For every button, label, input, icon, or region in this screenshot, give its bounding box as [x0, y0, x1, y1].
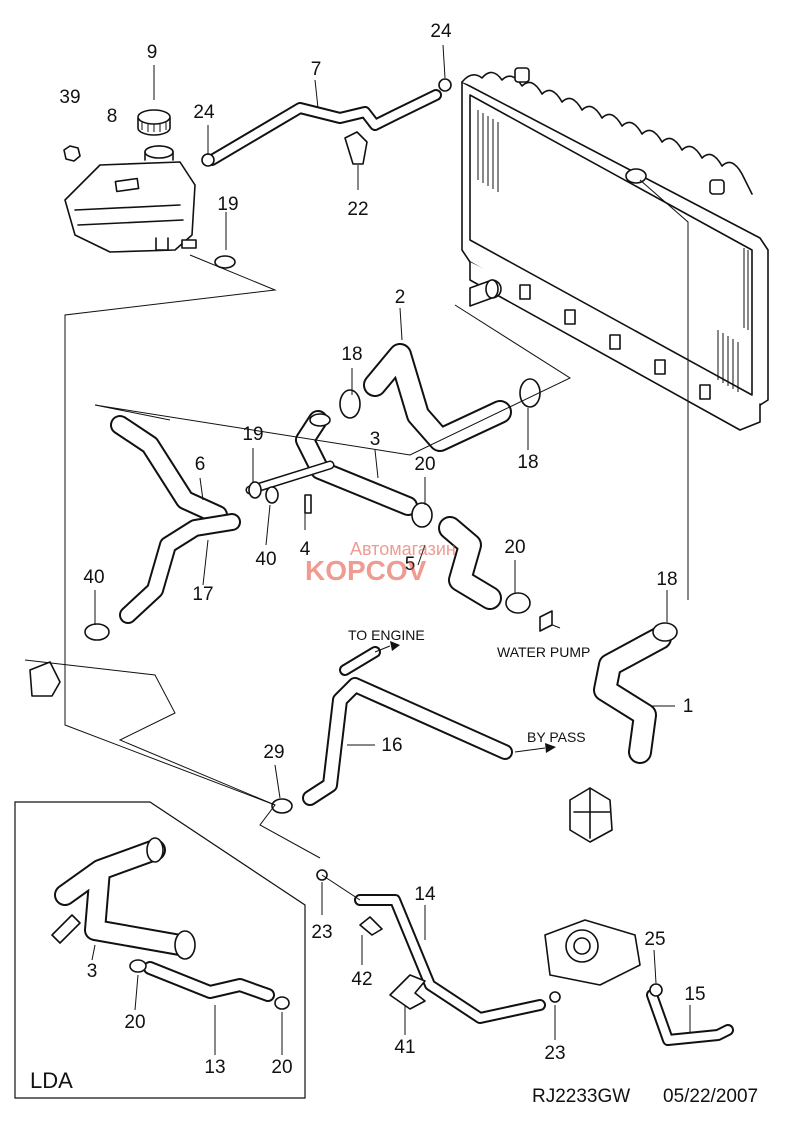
callout-1: 1 [683, 696, 694, 717]
callout-3-inset: 3 [87, 961, 98, 982]
clamp-25 [649, 983, 663, 997]
pipe-3 [245, 410, 418, 516]
callout-5: 5 [405, 554, 416, 575]
callout-25: 25 [644, 929, 665, 950]
callout-40-a: 40 [255, 549, 276, 570]
callout-16: 16 [381, 735, 402, 756]
bracket-41 [389, 974, 426, 1010]
callout-9: 9 [147, 42, 158, 63]
callout-6: 6 [195, 454, 206, 475]
callout-23-a: 23 [311, 922, 332, 943]
hose-7 [206, 89, 442, 166]
clamp-24-upper [438, 78, 452, 92]
callout-2: 2 [395, 287, 406, 308]
callout-24-b: 24 [193, 102, 215, 123]
note-by-pass: BY PASS [527, 729, 586, 745]
clamp-40-lower [84, 623, 110, 641]
callout-3: 3 [370, 429, 381, 450]
hose-5 [438, 516, 502, 610]
callout-22: 22 [347, 199, 368, 220]
bolt-4 [304, 494, 312, 514]
guide-lines [24, 179, 689, 901]
watermark-line2: KOPCOV [305, 555, 427, 586]
callouts: 1 2 3 4 5 6 7 8 9 13 14 15 16 17 18 18 1… [59, 21, 705, 1078]
hose-1 [593, 626, 672, 764]
callout-18-c: 18 [656, 569, 677, 590]
radiator [461, 67, 769, 431]
watermark-line1: Автомагазин [350, 539, 456, 559]
callout-19-b: 19 [242, 424, 263, 445]
callout-42: 42 [351, 969, 372, 990]
inset-lda [14, 801, 306, 1099]
callout-15: 15 [684, 984, 705, 1005]
reservoir-cap [137, 109, 171, 136]
hose-6 [110, 415, 228, 525]
callout-20-c: 20 [124, 1012, 145, 1033]
water-pump-fitting [539, 610, 553, 632]
callout-14: 14 [414, 884, 436, 905]
callout-23-b: 23 [544, 1043, 565, 1064]
watermark: Автомагазин KOPCOV [305, 539, 456, 586]
coolant-reservoir [64, 145, 197, 253]
clamp-20-b [505, 592, 531, 614]
clamp-18-a [339, 389, 361, 419]
cap-nut [63, 145, 81, 162]
arrow-by-pass [514, 743, 556, 753]
engine-bracket [29, 661, 61, 697]
callout-19-a: 19 [217, 194, 238, 215]
callout-24-a: 24 [430, 21, 452, 42]
clamp-18-c [652, 622, 678, 642]
bracket-22 [344, 131, 368, 165]
inset-label: LDA [30, 1068, 73, 1093]
callout-4: 4 [300, 539, 311, 560]
clamp-29 [271, 798, 293, 814]
hose-17 [119, 513, 241, 624]
clamp-40-upper [265, 486, 279, 504]
throttle-body [544, 919, 641, 986]
callout-17: 17 [192, 584, 213, 605]
callout-13: 13 [204, 1057, 225, 1078]
callout-18-b: 18 [517, 452, 538, 473]
hose-15 [646, 989, 734, 1046]
callout-29: 29 [263, 742, 284, 763]
clamp-18-b [519, 378, 541, 408]
hose-14 [354, 894, 546, 1024]
callout-leaders [94, 44, 691, 1040]
callout-20-a: 20 [414, 454, 435, 475]
thermostat-housing [569, 787, 613, 843]
callout-20-b: 20 [504, 537, 525, 558]
clamp-24-lower [201, 153, 215, 167]
hose-2 [363, 343, 512, 452]
callout-41: 41 [394, 1037, 415, 1058]
callout-20-d: 20 [271, 1057, 292, 1078]
clamp-19-upper [214, 255, 236, 269]
bracket-42 [359, 916, 383, 936]
callout-40-b: 40 [83, 567, 104, 588]
clamp-19-lower [248, 481, 262, 499]
clamp-23-b [549, 991, 561, 1003]
footer-code: RJ2233GW [532, 1086, 630, 1107]
note-to-engine: TO ENGINE [348, 627, 425, 643]
footer-date: 05/22/2007 [663, 1086, 758, 1107]
arrow-to-engine [374, 641, 400, 653]
note-water-pump: WATER PUMP [497, 644, 590, 660]
clamp-20-a [411, 502, 433, 528]
callout-39: 39 [59, 87, 80, 108]
hose-16 [302, 646, 513, 806]
callout-8: 8 [107, 106, 118, 127]
callout-18-a: 18 [341, 344, 362, 365]
callout-7: 7 [311, 59, 322, 80]
